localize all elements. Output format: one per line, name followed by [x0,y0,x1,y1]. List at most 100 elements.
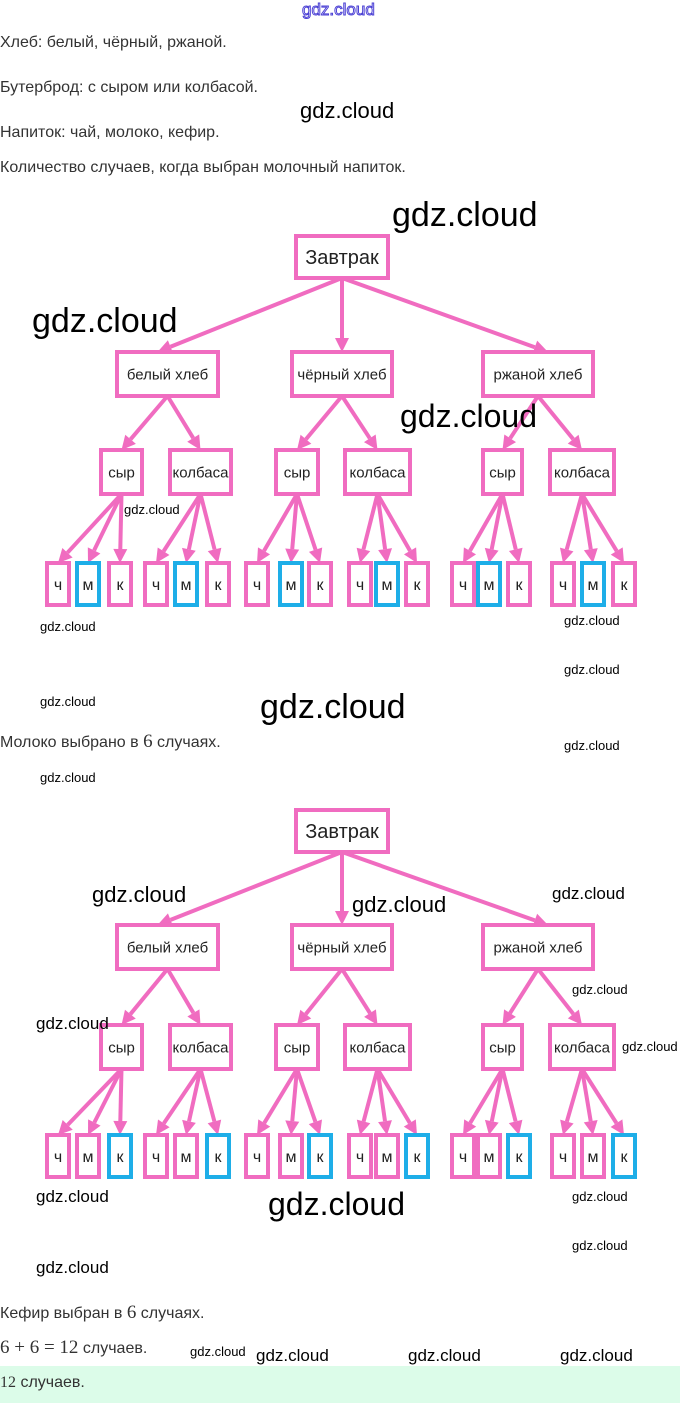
arrow-head [356,1119,371,1135]
arrow [375,1067,417,1135]
filling-node-label: сыр [108,464,135,481]
drink-leaf-frame [278,1133,304,1179]
arrow-head [121,1009,136,1025]
drink-leaf-label: м [286,577,297,594]
root-node-frame [294,808,390,854]
drink-leaf-label: м [588,1149,599,1166]
drink-leaf-frame [374,1133,400,1179]
arrow-line [295,1068,318,1123]
drink-leaf: ч [45,1133,71,1179]
drink-leaf-label: к [621,1149,629,1166]
arrow-head [484,547,499,563]
arrow [182,1068,203,1135]
bread-node-label: белый хлеб [127,939,208,956]
drink-leaf-frame [476,561,502,607]
arrow [375,493,393,563]
arrow-head [257,1119,271,1135]
arrow-line [536,394,575,441]
drink-leaf: м [476,1133,502,1179]
arrow-head [182,547,196,563]
arrow-line [66,1067,123,1127]
arrow [285,493,300,563]
arrow-line [468,493,505,552]
filling-node-frame [168,1023,233,1071]
arrow-head [508,1119,523,1135]
watermark: gdz.cloud [552,884,625,903]
drink-leaf-frame [173,561,199,607]
root-node: Завтрак [294,234,390,280]
drink-leaf-label: ч [356,577,364,594]
drink-leaf: ч [550,561,576,607]
arrow-head [88,1119,101,1135]
drink-leaf-label: ч [253,1149,261,1166]
drink-leaf: ч [347,561,373,607]
arrow-head [559,547,574,563]
arrow-line [375,493,412,552]
sandwich-line: Бутерброд: с сыром или колбасой. [0,79,258,96]
filling-node: колбаса [343,1023,412,1071]
watermark: gdz.cloud [124,502,180,517]
arrow-line [129,394,170,441]
drink-leaf: м [580,1133,606,1179]
drink-leaf-label: м [181,1149,192,1166]
arrow-head [297,1009,312,1025]
arrow-head [364,1009,378,1025]
milk-result-prefix: Молоко выбрано в [0,734,144,751]
watermark: gdz.cloud [572,982,628,997]
filling-node-label: колбаса [173,464,230,481]
drink-leaf-frame [244,1133,270,1179]
arrow-line [375,493,388,550]
arrow-head [187,434,201,450]
arrow [536,394,582,450]
drink-leaf-frame [45,561,71,607]
drink-leaf: м [580,561,606,607]
arrow-head [335,338,349,352]
bread-line: Хлеб: белый, чёрный, ржаной. [0,34,227,51]
drink-leaf-label: ч [559,1149,567,1166]
arrow-line [92,1068,124,1124]
drink-leaf: м [374,561,400,607]
root-node-label: Завтрак [305,821,379,843]
arrow-head [463,547,477,563]
arrow-line [92,493,124,552]
drink-leaf-label: к [317,1149,325,1166]
watermark: gdz.cloud [92,882,187,907]
drink-leaf-frame [173,1133,199,1179]
drink-leaf: к [611,1133,637,1179]
arrow-line [304,394,344,441]
drink-leaf-label: ч [54,1149,62,1166]
drink-leaf: м [374,1133,400,1179]
drink-leaf-frame [75,561,101,607]
filling-node: колбаса [168,1023,233,1071]
filling-node-label: колбаса [554,1039,611,1056]
arrow [463,493,505,563]
arrow-line [165,967,196,1014]
arrow-line [375,1068,387,1122]
arrow-line [165,394,195,440]
drink-leaf: м [476,561,502,607]
drink-line: Напиток: чай, молоко, кефир. [0,124,220,141]
drink-leaf-frame [580,561,606,607]
arrow [560,1068,584,1135]
arrow [297,394,344,450]
bread-node-frame [290,350,394,398]
arrow-head [58,1120,73,1135]
arrow-line [187,1068,203,1122]
watermark: gdz.cloud [572,1189,628,1204]
drink-leaf: к [307,1133,333,1179]
arrow [500,1068,523,1135]
drink-leaf: ч [450,561,476,607]
watermark: gdz.cloud [408,1346,481,1365]
drink-leaf: ч [143,1133,169,1179]
arrow [580,492,624,563]
drink-leaf-label: м [382,1149,393,1166]
watermark: gdz.cloud [40,619,96,634]
drink-leaf-frame [205,561,231,607]
arrow [500,493,523,563]
filling-node-label: колбаса [173,1039,230,1056]
drink-leaf: ч [244,561,270,607]
arrow-line [186,493,203,550]
arrow-head [257,547,271,563]
arrow [88,1068,124,1135]
arrow-head [567,434,582,450]
